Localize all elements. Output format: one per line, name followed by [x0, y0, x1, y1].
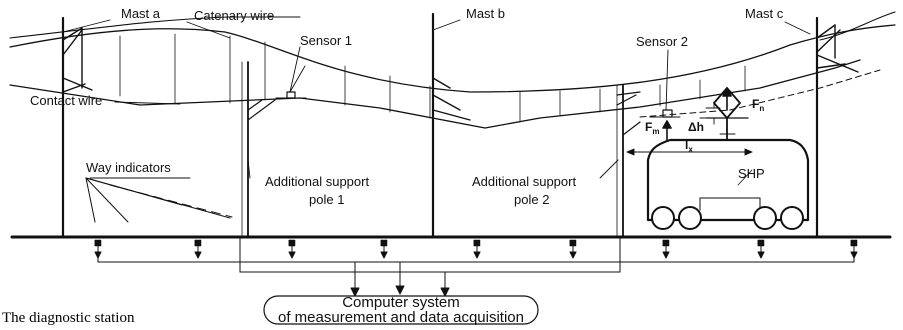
label-additional-support-pole-2-line1: Additional support	[472, 174, 576, 189]
label-mast-b: Mast b	[466, 6, 505, 21]
catenary-wire-upper	[9, 16, 301, 39]
computer-system-subtitle: of measurement and data acquisition	[278, 309, 524, 325]
way-indicator	[757, 239, 765, 259]
label-sensor-1: Sensor 1	[300, 33, 352, 48]
droppers	[119, 33, 746, 122]
leader-lines	[62, 19, 811, 179]
label-l-x: lx	[685, 138, 693, 154]
way-indicator	[380, 239, 388, 259]
label-contact-wire: Contact wire	[30, 93, 102, 108]
delta-h-dimension	[699, 101, 721, 125]
additional-support-pole-1	[241, 61, 276, 238]
way-indicator	[850, 239, 858, 259]
computer-system-title: Computer system	[342, 294, 460, 311]
label-additional-support-pole-1-line1: Additional support	[265, 174, 369, 189]
computer-system-box	[263, 295, 539, 325]
figure-caption: The diagnostic station	[2, 310, 135, 325]
sensor-1	[275, 65, 307, 99]
label-additional-support-pole-1-line2: pole 1	[309, 192, 344, 207]
catenary-wire	[9, 24, 896, 93]
label-delta-h: Δh	[688, 120, 704, 134]
mast-b	[431, 12, 471, 239]
shp-vehicle	[646, 138, 810, 230]
way-indicators	[94, 239, 858, 259]
label-f-m: Fm	[645, 120, 659, 136]
way-indicators-dashed-extent	[109, 184, 233, 218]
contact-wire	[9, 59, 861, 129]
label-catenary-wire: Catenary wire	[194, 8, 274, 23]
sensor-2	[649, 49, 681, 118]
way-indicator-pointers	[85, 177, 231, 223]
way-indicator	[569, 239, 577, 259]
label-additional-support-pole-2-line2: pole 2	[514, 192, 549, 207]
mast-c	[815, 16, 859, 239]
label-way-indicators: Way indicators	[86, 160, 171, 175]
mast-a	[61, 16, 93, 239]
data-bus	[97, 236, 855, 297]
way-indicator	[662, 239, 670, 259]
way-indicator	[94, 239, 102, 259]
way-indicator	[473, 239, 481, 259]
lx-dimension	[626, 148, 753, 156]
label-f-n: Fn	[752, 97, 764, 113]
way-indicator	[194, 239, 202, 259]
label-sensor-2: Sensor 2	[636, 34, 688, 49]
contact-wire-dashed	[639, 69, 881, 118]
label-mast-a: Mast a	[121, 6, 161, 21]
catenary-wire-right	[819, 11, 896, 41]
label-shp: SHP	[738, 166, 765, 181]
label-mast-c: Mast c	[745, 6, 784, 21]
force-arrows	[662, 87, 732, 141]
way-indicator	[288, 239, 296, 259]
